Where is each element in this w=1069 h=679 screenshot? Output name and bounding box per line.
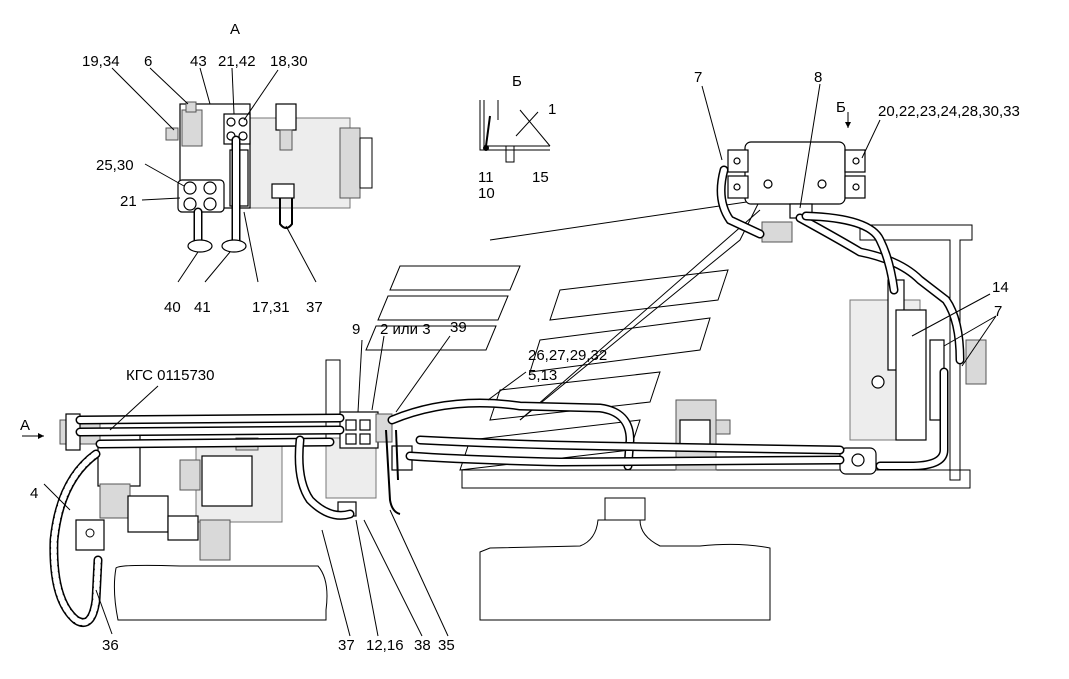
callout-7-right: 7 [994,303,1002,320]
leader-lines [22,67,997,637]
view-a-detail [165,101,373,253]
chassis-outline [113,224,973,621]
valve-block [325,411,413,517]
callout-26-32: 26,27,29,32 [528,347,607,364]
callout-5-13: 5,13 [528,367,557,384]
callout-19-34: 19,34 [82,53,120,70]
callout-41: 41 [194,299,211,316]
callout-14: 14 [992,279,1009,296]
callout-20-33: 20,22,23,24,28,30,33 [878,103,1020,120]
callout-39: 39 [450,319,467,336]
callout-43: 43 [190,53,207,70]
callout-kgs: КГС 0115730 [126,367,214,384]
hoses [49,165,965,627]
callout-15: 15 [532,169,549,186]
callout-35: 35 [438,637,455,654]
callout-4: 4 [30,485,38,502]
callout-17-31: 17,31 [252,299,290,316]
callout-labels: А Б Б А 19,34 6 43 21,42 18,30 25,30 21 … [20,21,1020,654]
callout-1: 1 [548,101,556,118]
left-equipment [59,413,283,561]
callout-21: 21 [120,193,137,210]
callout-21-42: 21,42 [218,53,256,70]
callout-9: 9 [352,321,360,338]
callout-40: 40 [164,299,181,316]
callout-8: 8 [814,69,822,86]
callout-38: 38 [414,637,431,654]
callout-18-30: 18,30 [270,53,308,70]
callout-12-16: 12,16 [366,637,404,654]
reservoir [727,141,866,243]
callout-37-top: 37 [306,299,323,316]
callout-7-top: 7 [694,69,702,86]
callout-10: 10 [478,185,495,202]
callout-25-30: 25,30 [96,157,134,174]
callout-37-bottom: 37 [338,637,355,654]
view-b-detail [479,100,551,163]
callout-36: 36 [102,637,119,654]
view-b-title: Б [512,73,522,90]
arrow-a-label: А [20,417,30,434]
callout-6: 6 [144,53,152,70]
view-b-marker: Б [836,99,846,116]
callout-2-or-3: 2 или 3 [380,321,431,338]
view-a-title: А [230,21,240,38]
callout-11: 11 [478,169,494,186]
